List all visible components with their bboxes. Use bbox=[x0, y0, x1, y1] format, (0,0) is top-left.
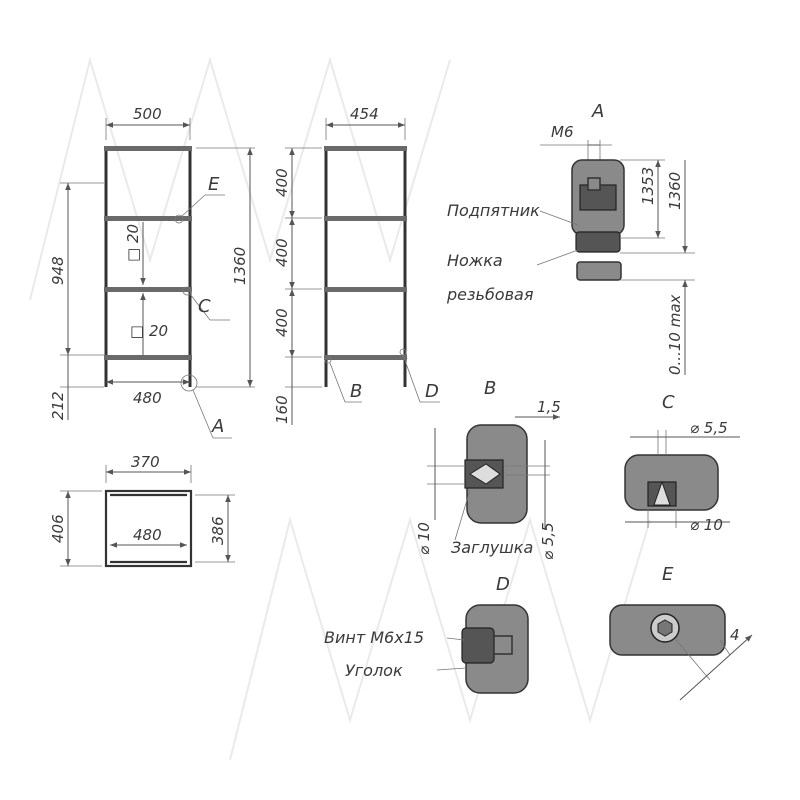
callout-c: C bbox=[198, 296, 211, 317]
detail-e-title: E bbox=[662, 564, 674, 585]
dim-bottom: 160 bbox=[273, 395, 291, 424]
top-view: 370 480 406 386 bbox=[49, 453, 235, 568]
detail-e-dim: 4 bbox=[730, 626, 740, 644]
dim-leg-height: 212 bbox=[49, 391, 67, 420]
detail-e: E 4 bbox=[609, 564, 753, 701]
callout-e: E bbox=[208, 174, 220, 195]
label-leg-1: Ножка bbox=[447, 251, 503, 270]
detail-c-dia-bottom: ⌀ 10 bbox=[690, 516, 723, 534]
detail-b-gap: 1,5 bbox=[537, 398, 561, 416]
dim-depth-right: 386 bbox=[209, 516, 227, 545]
profile-callout-2: □ 20 bbox=[130, 322, 168, 340]
label-plug: Заглушка bbox=[451, 538, 533, 557]
detail-d: D Винт М6х15 Уголок bbox=[324, 574, 529, 694]
callout-d: D bbox=[425, 381, 439, 402]
dim-width-top: 500 bbox=[133, 105, 162, 123]
detail-c-title: C bbox=[662, 392, 675, 413]
detail-a-dim-1: 1353 bbox=[639, 167, 657, 205]
detail-a-title: A bbox=[591, 101, 604, 122]
dim-spacing-3: 400 bbox=[273, 308, 291, 337]
front-view: 500 480 1360 948 212 □ 20 □ 20 E C A bbox=[49, 105, 255, 439]
detail-d-title: D bbox=[496, 574, 510, 595]
dim-height-total: 1360 bbox=[231, 247, 249, 285]
dim-width-bottom: 480 bbox=[133, 389, 162, 407]
detail-b-dia-outer: ⌀ 10 bbox=[415, 522, 433, 555]
dim-spacing-2: 400 bbox=[273, 238, 291, 267]
dim-depth: 454 bbox=[350, 105, 379, 123]
detail-b: B ⌀ 10 ⌀ 5,5 1,5 Заглушка bbox=[415, 378, 561, 560]
side-view: 454 400 400 400 160 B D bbox=[273, 105, 440, 425]
callout-b: B bbox=[350, 381, 362, 402]
dim-inner-width: 370 bbox=[131, 453, 160, 471]
detail-c: C ⌀ 5,5 ⌀ 10 bbox=[624, 392, 740, 534]
detail-a-adjust: 0...10 max bbox=[666, 294, 684, 375]
detail-a-dim-2: 1360 bbox=[666, 172, 684, 210]
dim-outer-width: 480 bbox=[133, 526, 162, 544]
detail-b-title: B bbox=[484, 378, 496, 399]
detail-a: A M6 1353 1360 0...10 max Подпятник Ножк… bbox=[446, 101, 695, 375]
detail-a-thread: M6 bbox=[551, 123, 574, 141]
callout-a: A bbox=[211, 416, 224, 437]
label-leg-2: резьбовая bbox=[446, 285, 534, 304]
dim-depth-left: 406 bbox=[49, 514, 67, 543]
detail-c-dia-top: ⌀ 5,5 bbox=[690, 419, 728, 437]
profile-callout-1: □ 20 bbox=[124, 224, 142, 262]
dim-spacing-1: 400 bbox=[273, 168, 291, 197]
label-screw: Винт М6х15 bbox=[324, 628, 424, 647]
watermark bbox=[29, 56, 651, 761]
detail-b-dia-inner: ⌀ 5,5 bbox=[539, 522, 557, 560]
label-corner: Уголок bbox=[345, 661, 403, 680]
dim-height-upper: 948 bbox=[49, 256, 67, 285]
label-foot: Подпятник bbox=[447, 201, 540, 220]
